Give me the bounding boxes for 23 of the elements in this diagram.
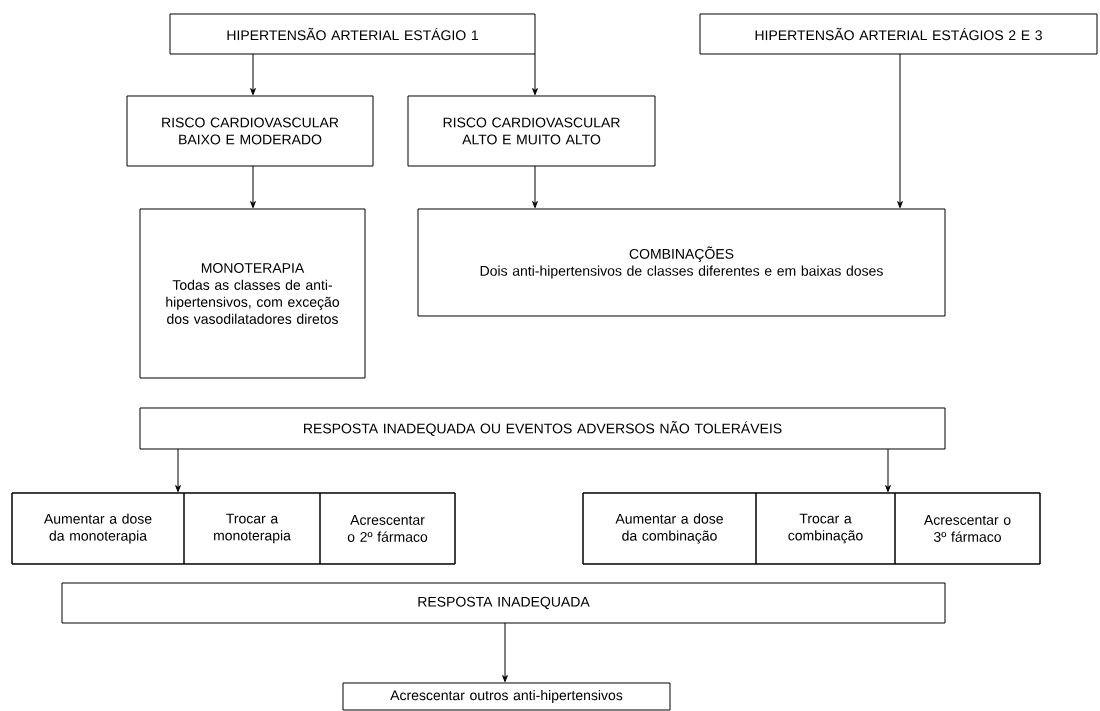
process-box: Acrescentar outros anti-hipertensivos [342, 682, 671, 711]
process-box: RESPOSTA INADEQUADA OU EVENTOS ADVERSOS NÃO TOLERÁVEIS [139, 407, 946, 450]
process-box: Acrescentar o 3º fármaco [894, 492, 1041, 565]
process-box: HIPERTENSÃO ARTERIAL ESTÁGIO 1 [169, 13, 536, 55]
process-box: HIPERTENSÃO ARTERIAL ESTÁGIOS 2 E 3 [699, 13, 1098, 55]
process-box: Trocar a combinação [755, 492, 896, 565]
arrow [502, 622, 508, 683]
process-box: MONOTERAPIA Todas as classes de anti-hipertensivos, com exceção dos vasodilatadores diretos [139, 208, 366, 379]
arrow [885, 448, 891, 493]
arrow [250, 53, 256, 96]
arrow [175, 448, 181, 493]
process-box: RISCO CARDIOVASCULAR ALTO E MUITO ALTO [407, 95, 656, 167]
process-box: RISCO CARDIOVASCULAR BAIXO E MODERADO [126, 95, 374, 167]
process-box: Aumentar a dose da monoterapia [11, 492, 185, 565]
arrow [250, 165, 256, 209]
arrow [532, 165, 538, 209]
arrow [532, 53, 538, 96]
arrow [897, 53, 903, 209]
process-box: RESPOSTA INADEQUADA [61, 582, 946, 624]
process-box: Acrescentar o 2º fármaco [319, 492, 456, 565]
process-box: Aumentar a dose da combinação [582, 492, 757, 565]
process-box: Trocar a monoterapia [183, 492, 321, 565]
process-box: COMBINAÇÕES Dois anti-hipertensivos de classes diferentes e em baixas doses [417, 208, 946, 317]
